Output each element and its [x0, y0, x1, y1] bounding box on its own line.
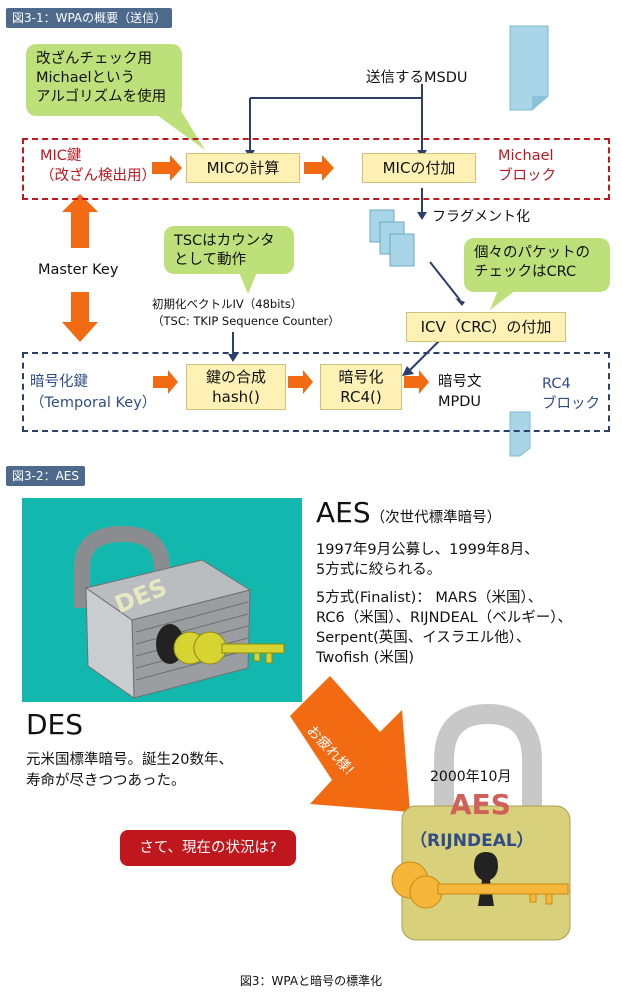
aes-history-text: 1997年9月公募し、1999年8月、 5方式に絞られる。 [316, 540, 539, 580]
arrow-mickey-to-calc [152, 155, 182, 181]
temporal-key-label: 暗号化鍵 （Temporal Key） [30, 372, 156, 414]
fragments-icon [369, 209, 415, 267]
key-mix-line: hash() [212, 388, 260, 406]
des-text-line: 寿命が尽きつつあった。 [26, 773, 186, 789]
iv-note-line: （TSC: TKIP Sequence Counter） [152, 314, 340, 328]
arrow-enc-to-cipher [404, 370, 429, 394]
fragmentation-label: フラグメント化 [432, 209, 530, 225]
aes-finalist-line: 5方式(Finalist)： MARS（米国）、 [316, 590, 543, 606]
aes-history-line: 5方式に絞られる。 [316, 562, 442, 578]
bubble-line: Michaelという [36, 70, 136, 86]
msdu-document-icon [509, 25, 549, 111]
aes-keyhole [474, 852, 498, 906]
arrow-mix-to-enc [288, 370, 313, 394]
des-text: 元米国標準暗号。誕生20数年、 寿命が尽きつつあった。 [26, 750, 233, 792]
transition-arrow [290, 676, 410, 812]
key-mix-box: 鍵の合成 hash() [186, 364, 286, 410]
bubble-tsc-tail [238, 270, 258, 294]
michael-block-label: Michael ブロック [498, 146, 556, 186]
aes-history-line: 1997年9月公募し、1999年8月、 [316, 542, 539, 558]
arrow-master-to-tk [62, 292, 98, 342]
send-msdu-label: 送信するMSDU [366, 70, 468, 86]
bubble-line: アルゴリズムを使用 [36, 89, 167, 105]
iv-note-line: 初期化ベクトルIV（48bits） [152, 297, 303, 311]
aes-finalist-line: Serpent(英国、イスラエル他）、 [316, 630, 531, 646]
bubble-line: 改ざんチェック用 [36, 51, 152, 67]
figure-caption: 図3：WPAと暗号の標準化 [239, 974, 383, 988]
bubble-line: TSCはカウンタ [174, 233, 275, 249]
mic-calc-box: MICの計算 [186, 153, 300, 183]
aes-date: 2000年10月 [430, 769, 512, 785]
key-mix-line: 鍵の合成 [205, 368, 266, 386]
mic-key-line: MIC鍵 [40, 148, 82, 164]
aes-key-icon [391, 861, 569, 909]
encrypt-line: RC4() [340, 388, 382, 406]
mic-add-box: MICの付加 [362, 153, 476, 183]
iv-note: 初期化ベクトルIV（48bits） （TSC: TKIP Sequence Co… [152, 296, 340, 330]
bubble-tsc-note: TSCはカウンタ として動作 [164, 226, 294, 274]
master-key-label: Master Key [38, 262, 119, 278]
bubble-line: 個々のパケットの [474, 245, 590, 261]
bubble-line: として動作 [174, 252, 247, 268]
des-lock-illustration [74, 525, 285, 699]
cipher-label: 暗号文 MPDU [438, 372, 482, 412]
temporal-key-line: 暗号化鍵 [30, 374, 88, 390]
bubble-line: チェックはCRC [474, 264, 577, 280]
bubble-crc-tail [490, 290, 516, 310]
cipher-line: 暗号文 [438, 374, 482, 390]
aes-finalists-text: 5方式(Finalist)： MARS（米国）、 RC6（米国）、RIJNDEA… [316, 588, 572, 668]
des-text-line: 元米国標準暗号。誕生20数年、 [26, 752, 233, 768]
encrypt-box: 暗号化 RC4() [320, 364, 402, 410]
bubble-crc-note: 個々のパケットの チェックはCRC [464, 238, 610, 292]
figure-3-1-tag: 図3-1：WPAの概要（送信） [6, 8, 173, 28]
key-icon [173, 631, 285, 665]
figure-3-2-tag: 図3-2：AES [6, 466, 86, 486]
des-title: DES [26, 708, 84, 741]
aes-finalist-line: RC6（米国）、RIJNDEAL（ベルギー）、 [316, 610, 573, 626]
arrow-calc-to-add [304, 155, 334, 181]
aes-title: AES（次世代標準暗号） [316, 496, 501, 529]
encrypt-line: 暗号化 [338, 368, 384, 386]
mic-key-line: （改ざん検出用） [40, 168, 156, 184]
aes-subtitle: （次世代標準暗号） [370, 510, 502, 526]
bubble-michael-note: 改ざんチェック用 Michaelという アルゴリズムを使用 [26, 44, 182, 116]
michael-block-frame [22, 138, 610, 200]
rc4-line: RC4 [542, 376, 571, 392]
des-lock-image: DES [22, 498, 302, 702]
rc4-block-label: RC4 ブロック [542, 374, 600, 414]
arrow-tk-to-mix [153, 370, 178, 394]
michael-line: ブロック [498, 168, 556, 184]
aes-lock-illustration [391, 703, 571, 941]
aes-finalist-line: Twofish (米国) [316, 650, 414, 666]
rc4-line: ブロック [542, 396, 600, 412]
fig1-graphics [62, 25, 549, 457]
aes-lock-title: AES [450, 788, 511, 821]
mic-key-label: MIC鍵 （改ざん検出用） [40, 146, 156, 186]
aes-title-text: AES [316, 496, 371, 529]
rc4-block-frame [22, 352, 610, 432]
question-badge: さて、現在の状況は? [120, 830, 296, 866]
icv-add-box: ICV（CRC）の付加 [406, 312, 566, 342]
arrow-master-to-mic [62, 194, 98, 248]
cipher-line: MPDU [438, 394, 482, 410]
aes-lock-subtitle: （RIJNDEAL） [410, 831, 534, 851]
michael-line: Michael [498, 148, 554, 164]
mpdu-document-icon [509, 411, 531, 457]
temporal-key-line: （Temporal Key） [30, 395, 157, 411]
